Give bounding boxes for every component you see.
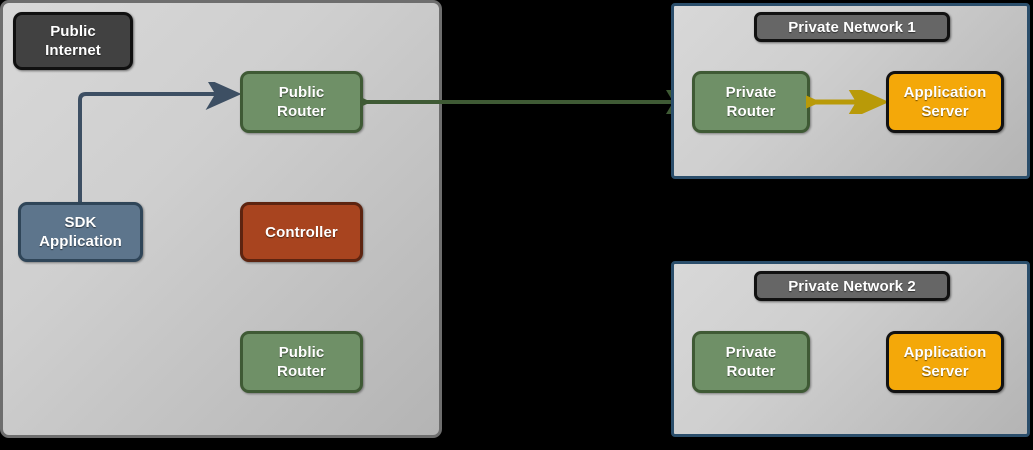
node-pn1-application-server-label: Application Server <box>903 84 987 120</box>
private-network-1-title-label: Private Network 1 <box>788 18 916 36</box>
node-sdk-application[interactable]: SDK Application <box>18 202 143 262</box>
private-network-2-title: Private Network 2 <box>754 271 950 301</box>
private-network-1-title: Private Network 1 <box>754 12 950 42</box>
node-pn2-private-router[interactable]: Private Router <box>692 331 810 393</box>
node-public-router-top-label: Public Router <box>277 84 326 120</box>
node-public-internet[interactable]: Public Internet <box>13 12 133 70</box>
node-public-router-bottom[interactable]: Public Router <box>240 331 363 393</box>
node-public-router-top[interactable]: Public Router <box>240 71 363 133</box>
node-controller-label: Controller <box>265 223 338 241</box>
node-pn2-application-server[interactable]: Application Server <box>886 331 1004 393</box>
node-pn1-private-router[interactable]: Private Router <box>692 71 810 133</box>
node-public-router-bottom-label: Public Router <box>277 344 326 380</box>
node-pn2-private-router-label: Private Router <box>725 344 777 380</box>
private-network-2-title-label: Private Network 2 <box>788 277 916 295</box>
node-public-internet-label: Public Internet <box>45 23 101 59</box>
node-controller[interactable]: Controller <box>240 202 363 262</box>
node-sdk-application-label: SDK Application <box>39 214 122 250</box>
node-pn1-private-router-label: Private Router <box>725 84 777 120</box>
node-pn1-application-server[interactable]: Application Server <box>886 71 1004 133</box>
node-pn2-application-server-label: Application Server <box>903 344 987 380</box>
